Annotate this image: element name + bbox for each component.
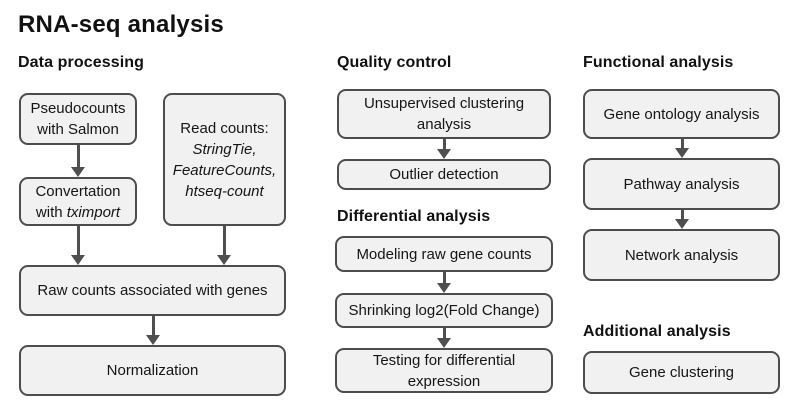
box-testing-for-differential-expression: Testing for differential expression <box>335 348 553 393</box>
arrow-shaft <box>76 145 80 167</box>
box-text: Shrinking log2(Fold Change) <box>348 302 540 319</box>
heading-differential-analysis: Differential analysis <box>337 208 491 225</box>
heading-data-processing: Data processing <box>18 54 144 71</box>
arrow-read-counts-to-raw-counts <box>216 226 232 265</box>
page-title: RNA-seq analysis <box>18 11 224 38</box>
box-text: FeatureCounts, <box>172 161 277 179</box>
box-shrinking-log2-fold-change: Shrinking log2(Fold Change) <box>335 293 553 328</box>
arrow-shaft <box>442 272 446 283</box>
box-text: Raw counts associated with genes <box>37 282 268 299</box>
box-text: tximport <box>66 203 121 221</box>
arrow-shaft <box>680 139 684 148</box>
arrow-shaft <box>151 316 155 335</box>
arrow-shaft <box>442 328 446 338</box>
box-text: StringTie, <box>192 140 257 158</box>
box-normalization: Normalization <box>19 345 286 396</box>
box-text: Testing for differential expression <box>372 351 516 390</box>
box-unsupervised-clustering-analysis: Unsupervised clustering analysis <box>337 89 551 139</box>
arrow-head-icon <box>71 255 85 265</box>
heading-additional-analysis: Additional analysis <box>583 323 731 340</box>
box-pseudocounts-with-salmon: Pseudocounts with Salmon <box>19 93 137 145</box>
box-text: Gene ontology analysis <box>603 105 760 123</box>
arrow-head-icon <box>675 148 689 158</box>
arrow-pseudocounts-to-convertation <box>70 145 86 177</box>
box-gene-ontology-analysis: Gene ontology analysis <box>583 89 780 139</box>
box-convertation-with-tximport: Convertation with tximport <box>19 177 137 226</box>
arrow-head-icon <box>217 255 231 265</box>
arrow-head-icon <box>71 167 85 177</box>
box-raw-counts-associated-with-genes: Raw counts associated with genes <box>19 265 286 316</box>
arrow-pathway-to-network <box>674 210 690 229</box>
arrow-head-icon <box>675 219 689 229</box>
arrow-head-icon <box>437 149 451 159</box>
arrow-head-icon <box>146 335 160 345</box>
box-gene-clustering: Gene clustering <box>583 351 780 394</box>
arrow-modeling-to-shrinking <box>436 272 452 293</box>
box-read-counts: Read counts: StringTie, FeatureCounts, h… <box>163 93 286 226</box>
box-network-analysis: Network analysis <box>583 229 780 281</box>
arrow-unsupervised-to-outlier <box>436 139 452 159</box>
box-modeling-raw-gene-counts: Modeling raw gene counts <box>335 236 553 272</box>
box-text: Pathway analysis <box>623 175 740 193</box>
arrow-head-icon <box>437 338 451 348</box>
box-text: htseq-count <box>185 182 264 200</box>
box-text: with Salmon <box>37 121 119 138</box>
arrow-shaft <box>222 226 226 255</box>
box-outlier-detection: Outlier detection <box>337 159 551 190</box>
box-text: Gene clustering <box>628 364 735 381</box>
heading-quality-control: Quality control <box>337 54 452 71</box>
arrow-raw-counts-to-normalization <box>145 316 161 345</box>
box-text: Convertation <box>35 182 121 200</box>
box-text: Normalization <box>106 362 199 379</box>
arrow-shrinking-to-testing <box>436 328 452 348</box>
box-text: Modeling raw gene counts <box>356 245 532 263</box>
heading-functional-analysis: Functional analysis <box>583 54 734 71</box>
arrow-shaft <box>680 210 684 219</box>
box-text: with <box>35 203 67 221</box>
arrow-gene-ontology-to-pathway <box>674 139 690 158</box>
box-text: Outlier detection <box>389 166 499 183</box>
box-text: Pseudocounts <box>30 100 126 117</box>
arrow-convertation-to-raw-counts <box>70 226 86 265</box>
box-pathway-analysis: Pathway analysis <box>583 158 780 210</box>
box-text: Unsupervised clustering analysis <box>363 95 525 133</box>
arrow-shaft <box>76 226 80 255</box>
box-text: Network analysis <box>624 246 739 264</box>
box-text: Read counts: <box>180 119 269 137</box>
arrow-shaft <box>442 139 446 149</box>
arrow-head-icon <box>437 283 451 293</box>
